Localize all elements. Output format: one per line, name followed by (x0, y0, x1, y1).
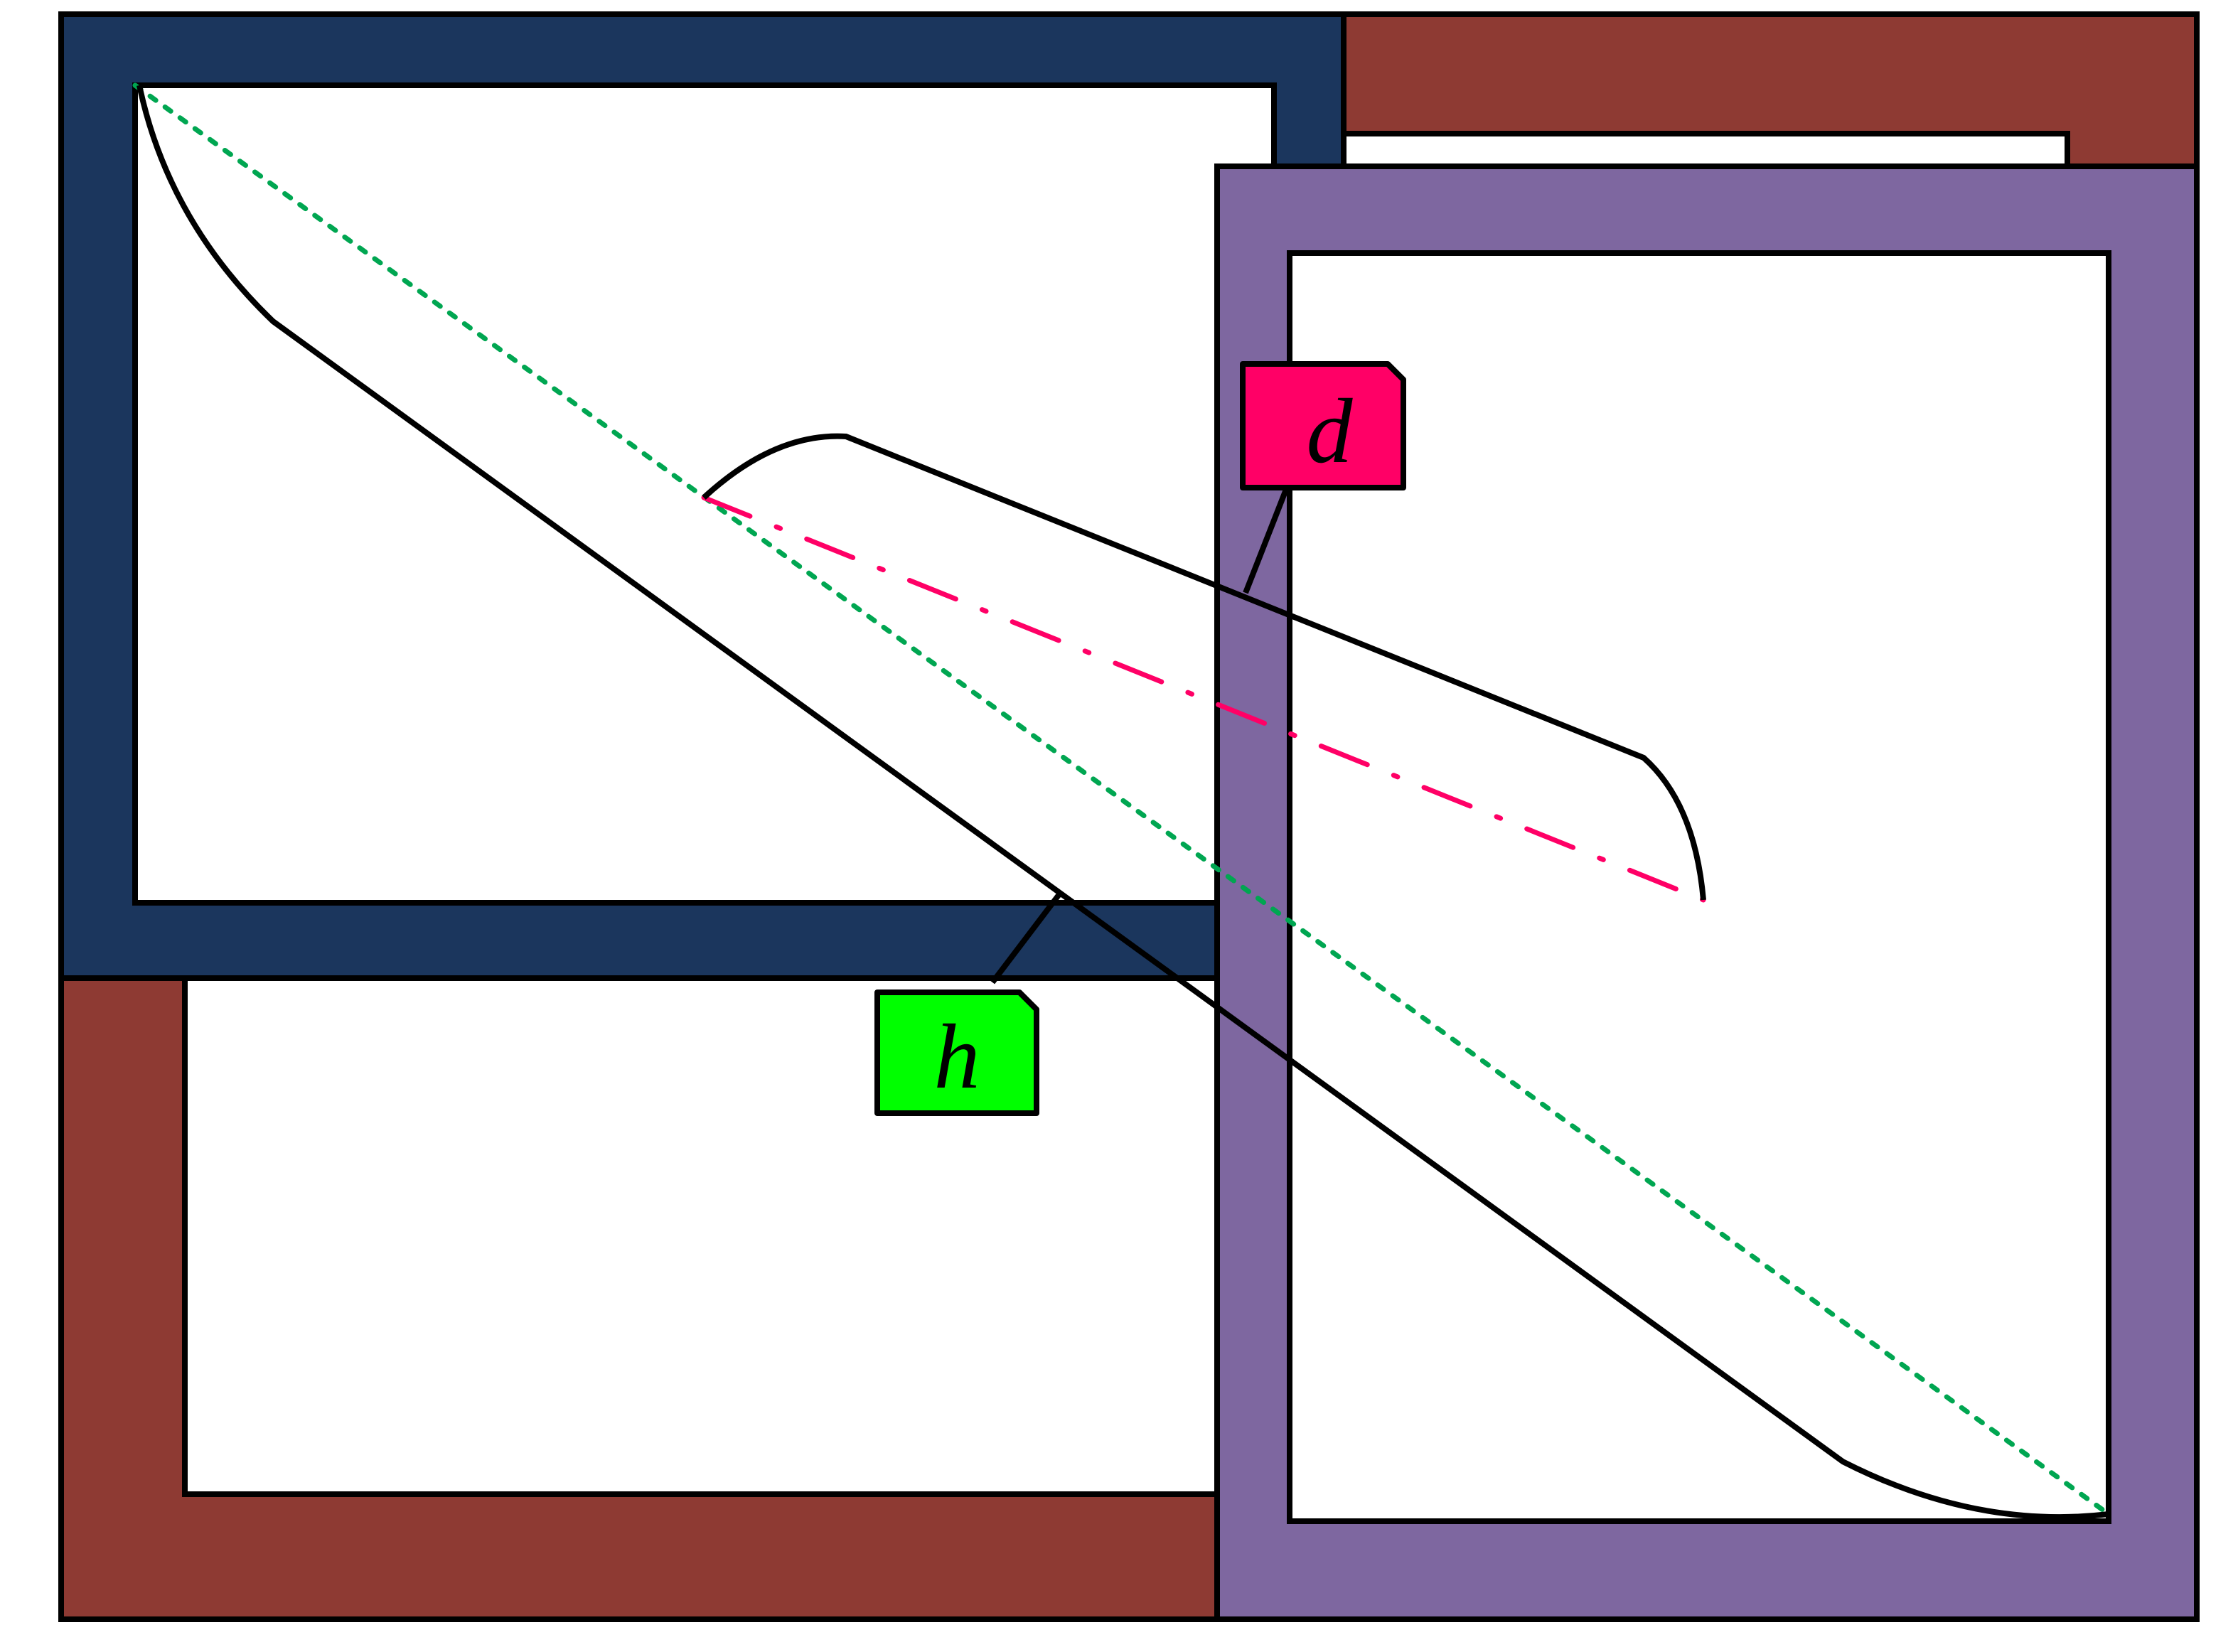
purple-frame-inner (1287, 250, 2111, 1524)
bracket-curve-h (136, 85, 2109, 1520)
magenta-dashdot-line (701, 495, 1706, 903)
label-d-text: d (1307, 380, 1354, 483)
green-dotted-diagonal (132, 82, 2111, 1517)
leader-line-h (990, 892, 1062, 985)
leader-line-d (1243, 486, 1290, 594)
bracket-curve-d (702, 433, 1706, 901)
label-h-text: h (934, 1006, 980, 1108)
brown-frame-bottom-inner (182, 975, 1230, 1497)
bottom-left-brown-frame (58, 975, 1230, 1622)
label-d: d (1240, 361, 1406, 490)
label-h: h (874, 989, 1039, 1116)
label-h-box (874, 989, 1039, 1116)
label-d-box (1240, 361, 1406, 490)
